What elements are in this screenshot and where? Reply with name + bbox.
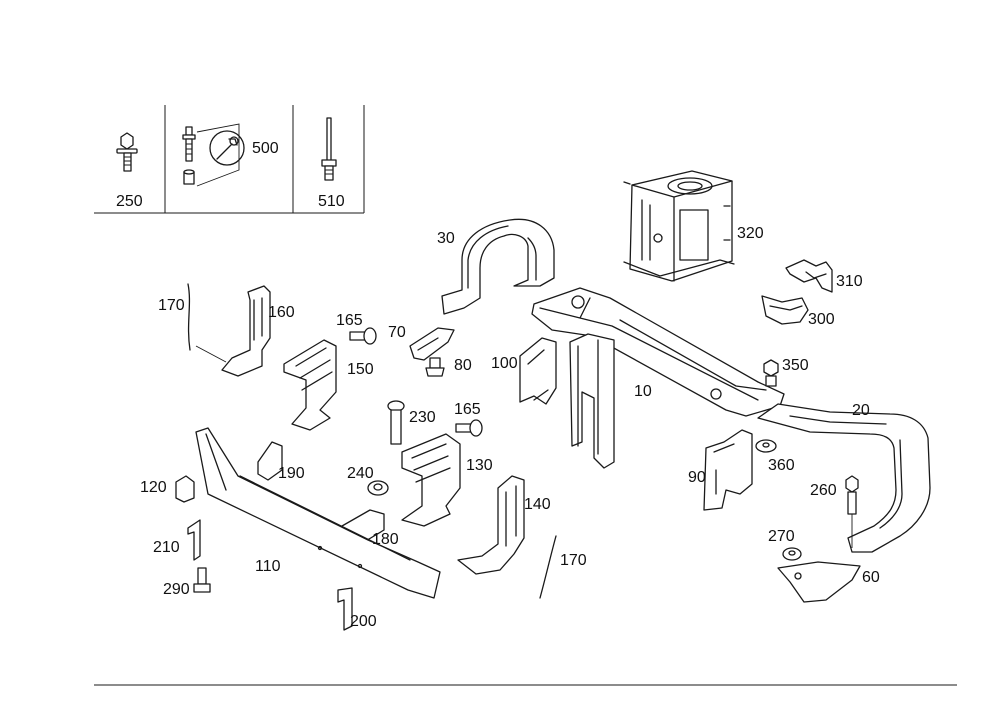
callout-180: 180 bbox=[372, 531, 399, 548]
part-270-washer bbox=[782, 547, 802, 561]
part-60-foot bbox=[777, 561, 861, 603]
bolt-icon bbox=[116, 132, 138, 172]
part-190-bracket bbox=[257, 441, 283, 481]
part-130-bracket bbox=[401, 433, 461, 527]
callout-200: 200 bbox=[350, 613, 377, 630]
wrench-icon bbox=[209, 130, 245, 166]
part-165-bolt-upper bbox=[349, 327, 377, 345]
callout-360: 360 bbox=[768, 457, 795, 474]
part-310-bracket bbox=[785, 259, 833, 293]
callout-260: 260 bbox=[810, 482, 837, 499]
part-260-bolt bbox=[845, 475, 859, 548]
callout-140: 140 bbox=[524, 496, 551, 513]
part-200-bracket bbox=[337, 587, 353, 631]
part-210-bracket bbox=[187, 519, 201, 561]
callout-350: 350 bbox=[782, 357, 809, 374]
callout-160: 160 bbox=[268, 304, 295, 321]
callout-10: 10 bbox=[634, 383, 652, 400]
screw-set-icon bbox=[182, 123, 240, 187]
callout-210: 210 bbox=[153, 539, 180, 556]
part-10-crossmember bbox=[531, 287, 785, 417]
rivet-icon bbox=[321, 117, 337, 181]
callout-170-left: 170 bbox=[158, 297, 185, 314]
part-160-upright bbox=[221, 285, 271, 377]
part-90-bracket bbox=[703, 429, 753, 511]
callout-130: 130 bbox=[466, 457, 493, 474]
part-100-bracket bbox=[519, 337, 557, 405]
callout-190: 190 bbox=[278, 465, 305, 482]
part-110-bumper-bar bbox=[195, 427, 441, 599]
part-140-upright bbox=[457, 475, 525, 575]
callout-510: 510 bbox=[318, 193, 345, 210]
callout-500: 500 bbox=[252, 140, 279, 157]
fastener-legend-box bbox=[94, 105, 365, 214]
callout-60: 60 bbox=[862, 569, 880, 586]
part-320-housing bbox=[623, 170, 735, 282]
callout-165-upper: 165 bbox=[336, 312, 363, 329]
part-20-side-member bbox=[757, 403, 931, 553]
part-120-clip bbox=[175, 475, 195, 503]
part-80-bolt bbox=[425, 357, 445, 377]
callout-310: 310 bbox=[836, 273, 863, 290]
callout-90: 90 bbox=[688, 469, 706, 486]
callout-230: 230 bbox=[409, 409, 436, 426]
callout-labels: 250 500 510 320 310 300 30 170 160 165 7… bbox=[116, 140, 880, 630]
part-230-bolt bbox=[387, 400, 405, 445]
part-150-bracket bbox=[283, 339, 337, 431]
callout-20: 20 bbox=[852, 402, 870, 419]
callout-120: 120 bbox=[140, 479, 167, 496]
callout-270: 270 bbox=[768, 528, 795, 545]
part-290-bolt bbox=[193, 567, 211, 593]
callout-250: 250 bbox=[116, 193, 143, 210]
part-300-bracket bbox=[761, 295, 809, 325]
part-170-strap-left bbox=[187, 283, 227, 363]
part-165-bolt-lower bbox=[455, 419, 483, 437]
callout-110: 110 bbox=[255, 558, 281, 575]
callout-100: 100 bbox=[491, 355, 518, 372]
callout-290: 290 bbox=[163, 581, 190, 598]
part-70-bracket bbox=[409, 327, 455, 361]
callout-300: 300 bbox=[808, 311, 835, 328]
part-240-nut bbox=[367, 480, 389, 496]
callout-165-lower: 165 bbox=[454, 401, 481, 418]
callout-150: 150 bbox=[347, 361, 374, 378]
callout-80: 80 bbox=[454, 357, 472, 374]
part-360-washer bbox=[755, 439, 777, 453]
callout-240: 240 bbox=[347, 465, 374, 482]
callout-30: 30 bbox=[437, 230, 455, 247]
callout-320: 320 bbox=[737, 225, 764, 242]
part-10-upright bbox=[569, 333, 615, 469]
callout-170-right: 170 bbox=[560, 552, 587, 569]
part-350-bolt bbox=[763, 359, 779, 387]
part-170-strap-right bbox=[539, 535, 557, 599]
callout-70: 70 bbox=[388, 324, 406, 341]
part-30-arch bbox=[441, 218, 555, 315]
